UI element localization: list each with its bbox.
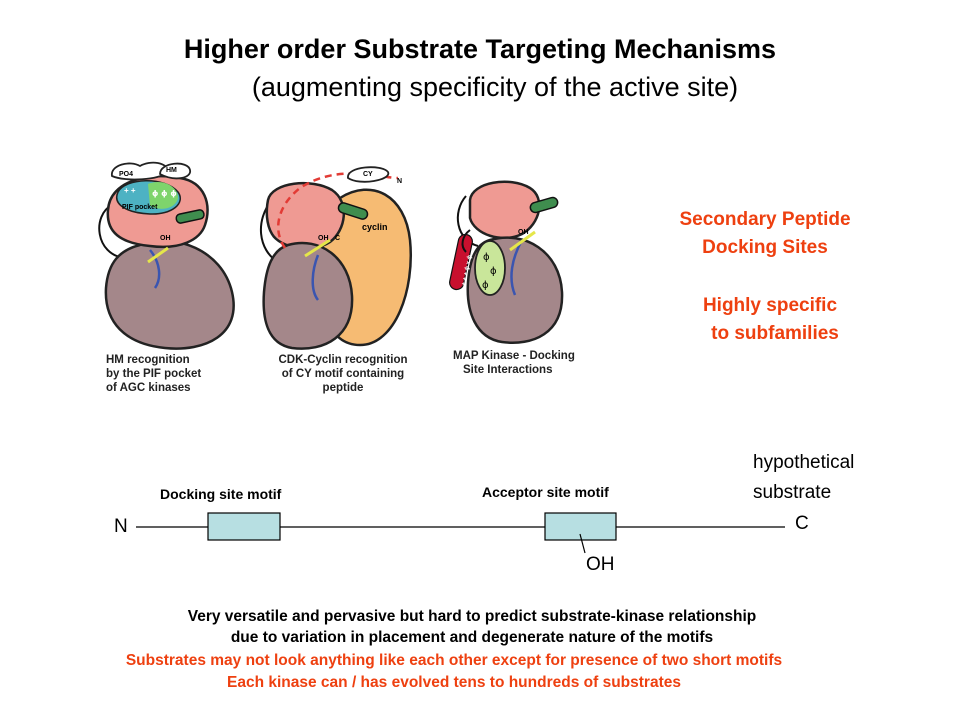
oh-label-1: OH bbox=[160, 235, 171, 242]
caption-line: MAP Kinase - Docking bbox=[453, 350, 575, 362]
caption-line: Site Interactions bbox=[463, 364, 553, 376]
docking-motif-box bbox=[207, 512, 281, 541]
n-lobe-shape-2 bbox=[265, 181, 346, 250]
phi-3: ϕ bbox=[482, 280, 489, 291]
cy-cloud bbox=[347, 166, 389, 183]
footer-red-line-2: Each kinase can / has evolved tens to hu… bbox=[227, 674, 681, 691]
c-lobe-shape-2 bbox=[262, 241, 354, 350]
docking-peptide-bar bbox=[449, 233, 473, 291]
hypothetical-substrate-label: hypothetical substrate bbox=[753, 448, 854, 508]
caption-map-kinase: MAP Kinase - Docking Site Interactions bbox=[453, 349, 575, 377]
oh-segment-2 bbox=[304, 238, 331, 258]
hypo-line: hypothetical bbox=[753, 452, 855, 473]
panel-hm-pif-graphic: PO4 HM + + ϕ ϕ ϕ PIF pocket OH bbox=[98, 161, 235, 350]
specificity-note: Highly specific to subfamilies bbox=[625, 292, 915, 348]
caption-hm-recognition: HM recognition by the PIF pocket of AGC … bbox=[106, 353, 201, 395]
caption-line: peptide bbox=[322, 382, 364, 394]
hm-cloud bbox=[159, 162, 191, 180]
docking-motif-label: Docking site motif bbox=[160, 486, 282, 502]
hm-label: HM bbox=[166, 167, 177, 174]
side-line: Secondary Peptide bbox=[679, 209, 851, 230]
page-subtitle: (augmenting specificity of the active si… bbox=[251, 72, 739, 102]
phi-1: ϕ bbox=[483, 252, 490, 263]
cy-label: CY bbox=[363, 171, 373, 178]
helix-shape-3 bbox=[529, 196, 559, 214]
oh-label-3: OH bbox=[518, 229, 529, 236]
panel-map-kinase-graphic: + + + ϕ x ϕ ϕ ϕ ϕ OH bbox=[449, 180, 564, 344]
oh-text: OH bbox=[586, 554, 615, 575]
c-terminus-label: C bbox=[335, 235, 340, 242]
cy-peptide-dashed bbox=[276, 172, 399, 249]
phi-2: ϕ bbox=[490, 266, 497, 277]
docking-groove-shape bbox=[474, 240, 506, 296]
pif-hydrophobic-patch bbox=[148, 181, 178, 209]
side-line: Highly specific bbox=[702, 295, 838, 316]
po4-label: PO4 bbox=[119, 171, 133, 178]
side-line: to subfamilies bbox=[711, 323, 839, 344]
caption-line: CDK-Cyclin recognition bbox=[278, 354, 408, 366]
pif-label: PIF pocket bbox=[122, 204, 158, 211]
caption-line: of AGC kinases bbox=[106, 382, 191, 394]
hypo-line: substrate bbox=[753, 482, 832, 503]
helix-shape bbox=[175, 209, 205, 224]
oh-tick bbox=[579, 533, 586, 554]
docking-sites-heading: Secondary Peptide Docking Sites bbox=[620, 206, 910, 262]
footer-red-line-1: Substrates may not look anything like ea… bbox=[125, 652, 783, 669]
activation-loop bbox=[149, 249, 161, 289]
plus-label: + + bbox=[124, 186, 136, 195]
c-lobe-shape bbox=[104, 239, 235, 350]
linker-loop bbox=[98, 204, 126, 259]
page-title: Higher order Substrate Targeting Mechani… bbox=[183, 34, 777, 64]
n-terminus-label: N bbox=[397, 178, 402, 185]
n-lobe-shape-3 bbox=[468, 180, 541, 240]
helix-shape-2 bbox=[337, 202, 369, 220]
caption-line: of CY motif containing bbox=[281, 368, 405, 380]
caption-line: by the PIF pocket bbox=[106, 368, 202, 380]
footer-black-line-1: Very versatile and pervasive but hard to… bbox=[187, 608, 757, 625]
acceptor-motif-label: Acceptor site motif bbox=[482, 484, 609, 500]
cyclin-label: cyclin bbox=[362, 222, 388, 232]
po4-cloud bbox=[111, 161, 169, 181]
caption-cdk-cyclin: CDK-Cyclin recognition of CY motif conta… bbox=[273, 353, 413, 395]
n-terminus-text: N bbox=[114, 516, 128, 537]
oh-segment bbox=[147, 246, 169, 264]
side-line: Docking Sites bbox=[702, 237, 828, 258]
substrate-graphic bbox=[136, 512, 785, 554]
phi-label: ϕ ϕ ϕ bbox=[152, 189, 177, 198]
panel-cdk-cyclin-graphic: CY N OH C cyclin bbox=[259, 166, 412, 350]
activation-loop-2 bbox=[311, 254, 320, 301]
footer-black-line-2: due to variation in placement and degene… bbox=[230, 629, 714, 646]
oh-label-2: OH bbox=[318, 235, 329, 242]
c-terminus-text: C bbox=[795, 513, 809, 534]
oh-segment-3 bbox=[509, 230, 536, 252]
fold-line bbox=[461, 229, 471, 253]
caption-line: HM recognition bbox=[106, 354, 190, 366]
